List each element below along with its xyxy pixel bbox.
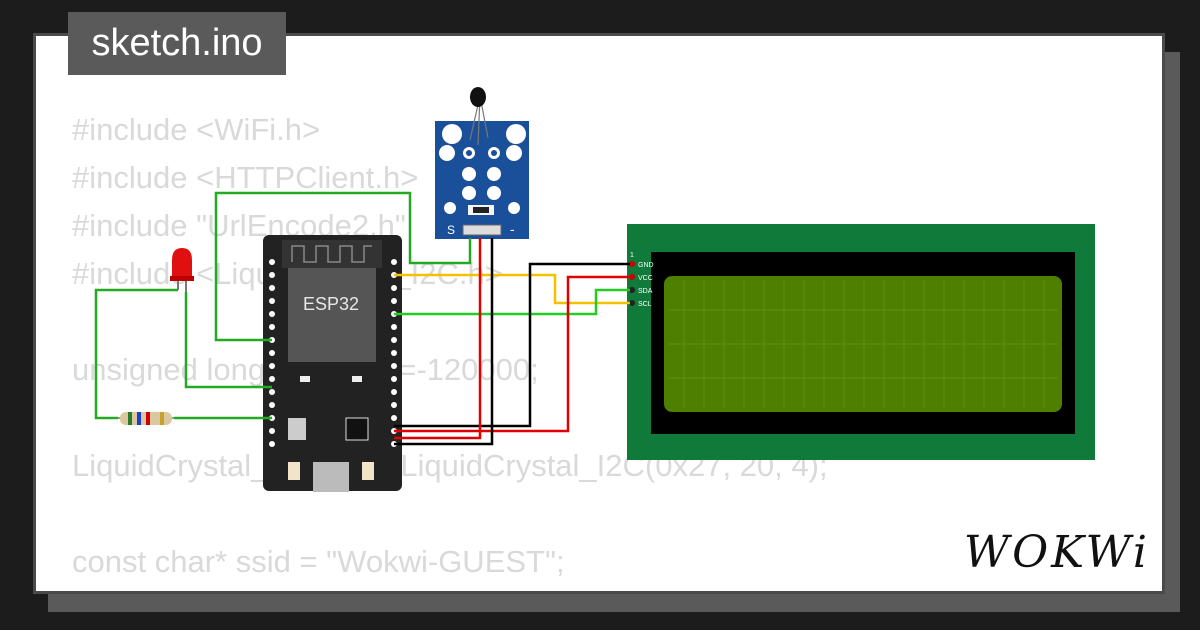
wire-lcd-gnd xyxy=(394,262,630,428)
wires xyxy=(94,191,630,446)
thermistor-icon xyxy=(470,87,486,107)
mounting-hole xyxy=(506,124,526,144)
mounting-hole xyxy=(442,124,462,144)
wire-lcd-vcc xyxy=(394,275,630,433)
code-line: #include <WiFi.h> xyxy=(72,112,321,147)
lcd-pin-sda[interactable] xyxy=(629,287,635,293)
red-led[interactable] xyxy=(170,248,194,292)
esp32-chip xyxy=(288,268,376,362)
wire-sensor-vcc xyxy=(394,238,482,440)
lcd-pin-label: VCC xyxy=(638,275,653,282)
code-line: const char* ssid = "Wokwi-GUEST"; xyxy=(72,544,565,579)
wire-sda xyxy=(394,288,630,316)
resistor[interactable] xyxy=(112,412,185,425)
lcd-pin-label: SDA xyxy=(638,288,653,295)
code-line: #include <HTTPClient.h> xyxy=(72,160,419,195)
reset-button[interactable] xyxy=(288,462,300,480)
lcd-character-grid xyxy=(668,280,1058,408)
lcd-pin-vcc[interactable] xyxy=(629,274,635,280)
wire-sensor-signal xyxy=(214,191,472,342)
lcd-pin-scl[interactable] xyxy=(629,300,635,306)
lcd-pin-gnd[interactable] xyxy=(629,261,635,267)
file-title-tab: sketch.ino xyxy=(68,12,286,75)
sensor-pin-s-label: S xyxy=(447,223,455,237)
usb-chip xyxy=(345,417,369,441)
esp32-board[interactable]: ESP32 xyxy=(263,235,402,492)
boot-button[interactable] xyxy=(362,462,374,480)
sensor-pin-minus-label: - xyxy=(510,221,515,237)
wire-sensor-gnd xyxy=(394,238,494,446)
lcd-display[interactable]: 1 GND VCC SDA SCL xyxy=(627,224,1095,460)
lcd-pin-label: SCL xyxy=(638,301,652,308)
temperature-sensor-module[interactable]: S - xyxy=(435,87,529,239)
wire-led-resistor xyxy=(94,288,178,420)
chip-label: ESP32 xyxy=(303,294,359,314)
lcd-pin-marker: 1 xyxy=(630,252,634,259)
wire-led-gpio xyxy=(184,292,272,389)
wokwi-logo: WOKWi xyxy=(963,527,1150,578)
usb-port xyxy=(313,462,349,492)
led-icon xyxy=(172,248,192,278)
lcd-pin-label: GND xyxy=(638,262,654,269)
esp32-antenna xyxy=(282,240,382,268)
voltage-regulator xyxy=(288,418,306,440)
sensor-header xyxy=(462,224,502,236)
wire-scl xyxy=(394,273,630,305)
